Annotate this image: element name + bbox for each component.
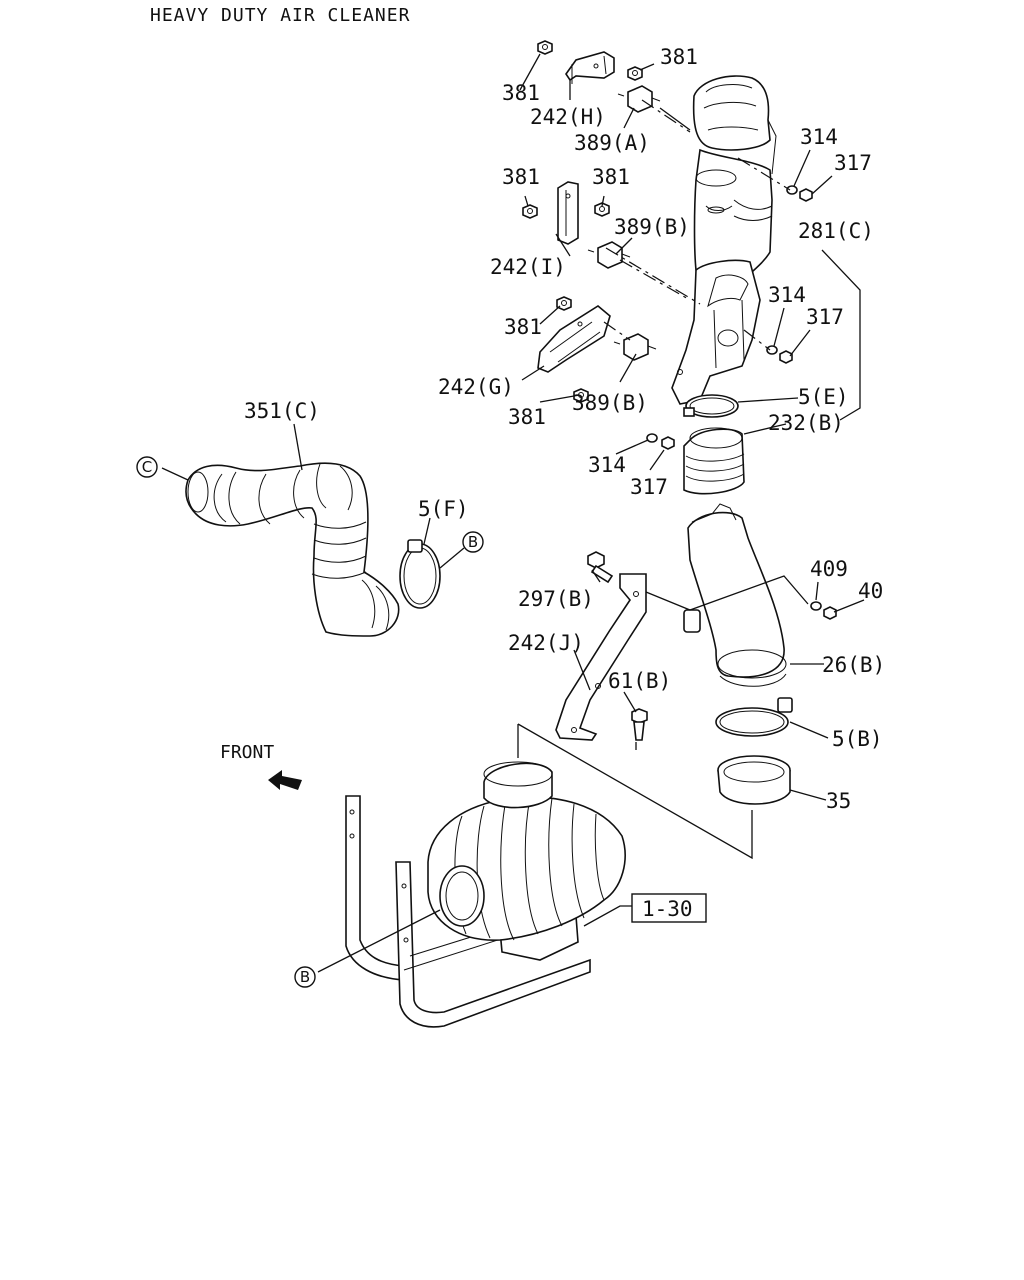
label-381: 381 [504,315,542,339]
front-arrow-icon [268,770,302,790]
bracket-242i [557,181,579,245]
label-381: 381 [592,165,630,189]
label-381: 381 [502,81,540,105]
connector-b-bottom: B [294,966,316,988]
elbow-26b [683,503,787,687]
hardware [522,40,837,620]
clamp-5e [683,394,739,418]
connector-b-right: B [462,531,484,553]
bracket-242j [555,573,647,741]
label-297b: 297(B) [518,587,594,611]
clamp-5f [399,539,441,609]
label-5b: 5(B) [832,727,883,751]
bracket-242h [565,51,615,84]
front-label: FRONT [220,742,274,763]
bolt-297b [587,551,614,584]
label-242i: 242(I) [490,255,566,279]
intake-duct-281c [671,75,777,405]
hose-351c [185,462,400,637]
bolt-61b [631,708,648,741]
label-61b: 61(B) [608,669,671,693]
connector-c: C [136,456,158,478]
label-314: 314 [800,125,838,149]
label-281c: 281(C) [798,219,874,243]
label-26b: 26(B) [822,653,885,677]
label-317: 317 [806,305,844,329]
label-242j: 242(J) [508,631,584,655]
clamp-5b [715,697,793,737]
ring-35 [717,755,791,805]
label-242g: 242(G) [438,375,514,399]
ref-box: 1-30 [631,893,707,923]
bracket-242g [537,305,611,373]
svg-text:B: B [468,533,478,551]
label-389a: 389(A) [574,131,650,155]
part-labels: 381 381 242(H) 389(A) 314 317 381 381 38… [244,45,885,813]
label-381: 381 [502,165,540,189]
label-314: 314 [588,453,626,477]
label-35: 35 [826,789,851,813]
label-317: 317 [834,151,872,175]
label-389b: 389(B) [572,391,648,415]
svg-text:C: C [142,458,152,476]
label-409: 409 [810,557,848,581]
svg-text:B: B [300,968,310,986]
label-5f: 5(F) [418,497,469,521]
label-314: 314 [768,283,806,307]
diagram-title: HEAVY DUTY AIR CLEANER [150,5,410,26]
air-cleaner-body [345,761,626,1028]
label-242h: 242(H) [530,105,606,129]
label-381: 381 [660,45,698,69]
hose-232b [683,427,745,495]
label-381: 381 [508,405,546,429]
label-232b: 232(B) [768,411,844,435]
leader-lines [161,53,865,973]
ref-box-text: 1-30 [642,897,693,921]
front-indicator: FRONT [220,742,302,790]
label-389b: 389(B) [614,215,690,239]
label-351c: 351(C) [244,399,320,423]
label-5e: 5(E) [798,385,849,409]
label-40: 40 [858,579,883,603]
label-317: 317 [630,475,668,499]
